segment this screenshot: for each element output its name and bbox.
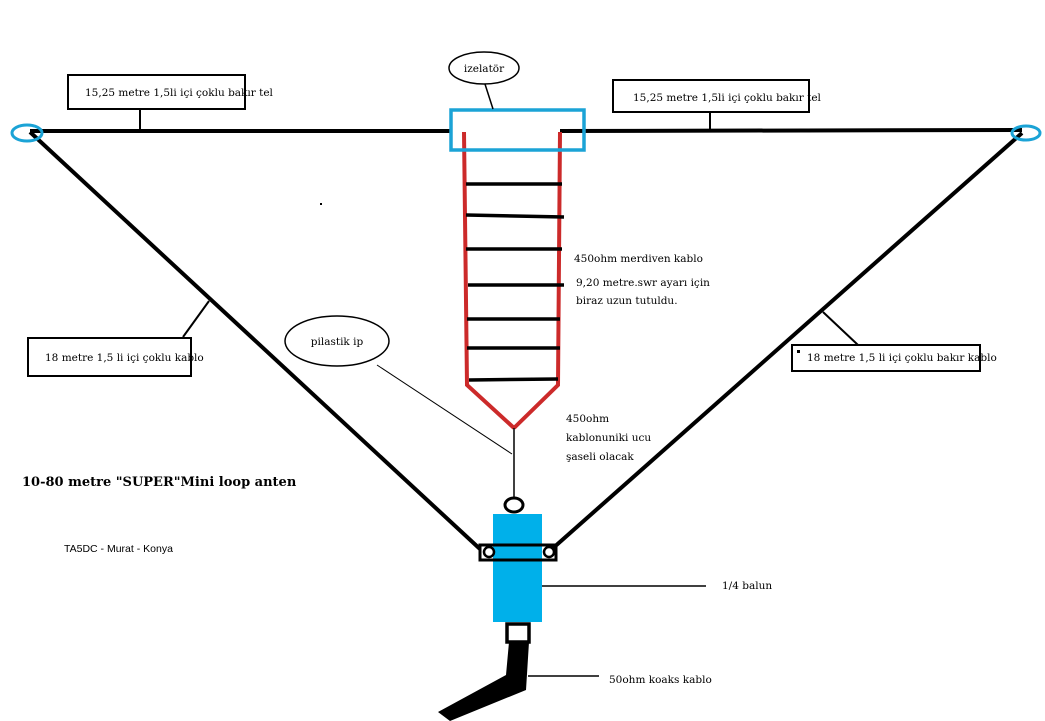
wire-right-label-box — [612, 79, 810, 113]
cable-left-label: 18 metre 1,5 li içi çoklu kablo — [45, 352, 204, 364]
plastic-rope-line — [376, 364, 513, 455]
wire-right-label: 15,25 metre 1,5li içi çoklu bakır tel — [633, 92, 822, 104]
balun-top-ring — [503, 496, 525, 514]
center-insulator-box — [449, 108, 586, 152]
ladder-rung — [465, 213, 565, 219]
stray-dot — [320, 203, 322, 205]
ladder-end-label-3: şaseli olacak — [566, 451, 634, 463]
cable-left-label-box — [27, 337, 192, 377]
diagram-title: 10-80 metre "SUPER"Mini loop anten — [22, 475, 297, 490]
wire-left-label: 15,25 metre 1,5li içi çoklu bakır tel — [85, 87, 274, 99]
ladder-end-label-2: kablonuniki ucu — [566, 432, 651, 444]
coax-cable — [438, 642, 529, 721]
cable-right-label: 18 metre 1,5 li içi çoklu bakır kablo — [807, 352, 997, 364]
ladder-rungs — [465, 182, 565, 382]
clamp-ring-left — [482, 545, 496, 559]
insulator-label: izelatör — [464, 63, 505, 75]
cable-left-pointer — [182, 300, 210, 338]
ladder-line-label-1: 450ohm merdiven kablo — [574, 253, 703, 265]
wire-left-label-box — [67, 74, 246, 110]
ladder-rung — [468, 377, 559, 382]
plastic-rope-label: pilastik ip — [311, 336, 364, 348]
clamp-ring-right — [542, 545, 556, 559]
author-credit: TA5DC - Murat - Konya — [64, 543, 173, 555]
left-end-insulator-icon — [10, 123, 44, 143]
ladder-line-label-3: biraz uzun tutuldu. — [576, 295, 678, 307]
cable-right-label-box — [791, 344, 981, 372]
plastic-rope-callout — [284, 315, 390, 367]
balun-body — [493, 514, 542, 622]
loop-wire-right — [550, 131, 1024, 551]
ladder-line-left-side — [462, 131, 516, 430]
ladder-line-right-side — [512, 131, 562, 430]
ladder-end-label-1: 450ohm — [566, 413, 609, 425]
center-insulator-pointer — [483, 80, 494, 110]
right-end-insulator-icon — [1010, 124, 1042, 142]
coax-label: 50ohm koaks kablo — [609, 674, 712, 686]
balun-label: 1/4 balun — [722, 580, 772, 592]
ladder-line-label-2: 9,20 metre.swr ayarı için — [576, 277, 710, 289]
coax-connector — [505, 622, 531, 644]
cable-right-pointer — [822, 311, 859, 346]
loop-wire-left — [28, 130, 482, 551]
cable-right-dot — [797, 350, 800, 353]
insulator-callout — [448, 51, 520, 85]
top-wire-right — [559, 128, 1023, 133]
balun-clamp — [478, 543, 558, 562]
